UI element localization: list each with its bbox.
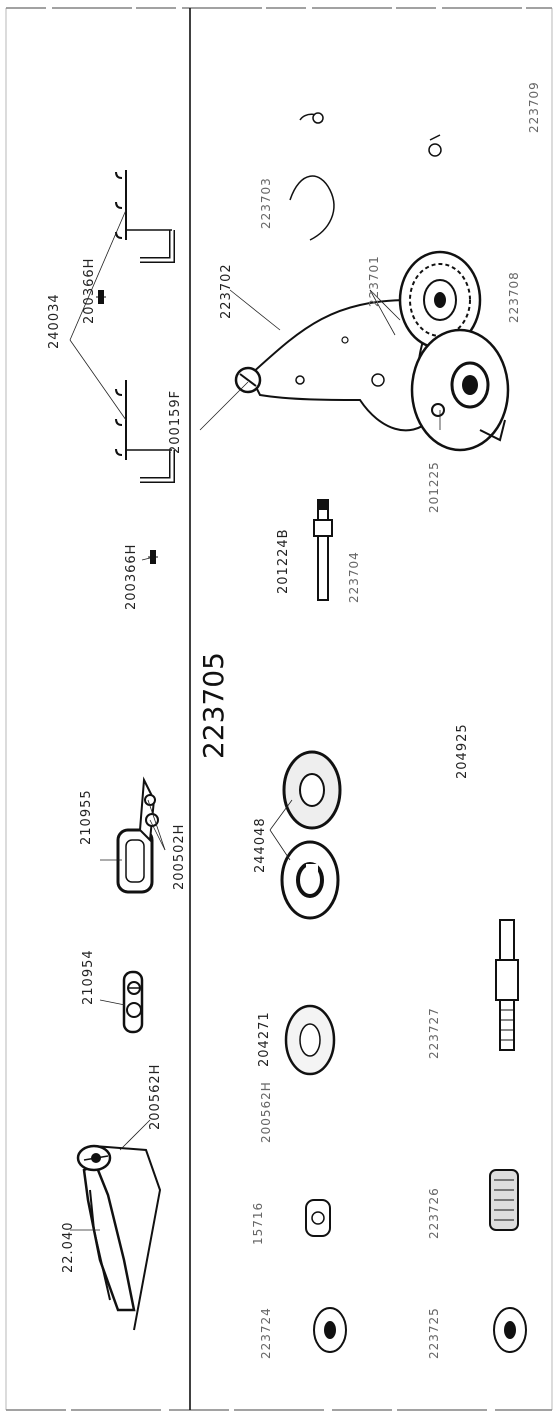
faint-label-1: 223724 (259, 1307, 273, 1359)
part-label-200562h: 200562H (148, 1063, 163, 1130)
small-screw-drawing-2 (96, 290, 106, 304)
part-label-200366h-2: 200366H (82, 257, 97, 324)
shaft-drawing-204925 (495, 919, 519, 1051)
small-screw-drawing-1 (148, 550, 158, 564)
part-label-240034: 240034 (47, 293, 62, 349)
spring-clip-drawing-223703 (289, 112, 442, 241)
part-label-200502h: 200502H (172, 823, 187, 890)
leader-200366h-1 (141, 557, 151, 561)
leader-240034-b (69, 209, 127, 341)
leader-240034-a (69, 339, 127, 421)
leader-200562h (119, 1119, 151, 1151)
part-label-22040: 22.040 (61, 1221, 76, 1274)
washer-drawing-1 (280, 840, 340, 920)
faint-label-6: 223704 (347, 551, 361, 603)
forked-rod-drawing-1 (115, 380, 175, 483)
nut-drawing-1 (313, 1307, 347, 1353)
link-part-drawing (122, 970, 144, 1034)
main-lever-drawing-223702 (234, 298, 432, 432)
leader-200502h-b (147, 799, 166, 851)
leader-244048-a (269, 829, 291, 861)
part-label-204925: 204925 (455, 723, 470, 779)
leader-200159f (199, 381, 249, 431)
small-part-drawing-15716 (305, 1199, 331, 1237)
faint-label-10: 223709 (527, 81, 541, 133)
bracket-part-drawing (116, 776, 159, 894)
leader-210954 (99, 999, 126, 1006)
part-label-201224b: 201224B (276, 528, 291, 594)
assembly-number: 223705 (197, 652, 230, 759)
faint-label-8: 223701 (367, 255, 381, 307)
threaded-bushing-drawing (489, 1169, 519, 1231)
part-label-210954: 210954 (81, 949, 96, 1005)
washer-drawing-2 (282, 750, 342, 830)
leader-223702 (229, 289, 281, 331)
part-label-200159f: 200159F (168, 389, 183, 454)
forked-rod-drawing-2 (115, 170, 175, 263)
part-label-244048: 244048 (253, 817, 268, 873)
disc-drawing (284, 1004, 336, 1076)
part-label-204271: 204271 (257, 1011, 272, 1067)
part-label-15716: 15716 (251, 1201, 265, 1245)
faint-label-9: 223708 (507, 271, 521, 323)
lever-part-drawing (76, 1144, 162, 1331)
part-label-223702: 223702 (219, 263, 234, 319)
gear-lower-drawing (410, 328, 510, 452)
faint-label-3: 223726 (427, 1187, 441, 1239)
part-label-210955: 210955 (79, 789, 94, 845)
faint-label-5: 200562H (259, 1081, 273, 1143)
nut-drawing-2 (493, 1307, 527, 1353)
part-label-223703: 223703 (259, 177, 273, 229)
faint-label-4: 223727 (427, 1007, 441, 1059)
shaft-drawing-201224b (313, 499, 333, 601)
part-label-200366h-1: 200366H (124, 543, 139, 610)
leader-223701-b (369, 289, 396, 336)
faint-label-2: 223725 (427, 1307, 441, 1359)
leader-223701-a (369, 289, 401, 321)
leader-244048-b (269, 799, 293, 831)
faint-label-7: 201225 (427, 461, 441, 513)
leader-200502h-a (149, 819, 166, 851)
